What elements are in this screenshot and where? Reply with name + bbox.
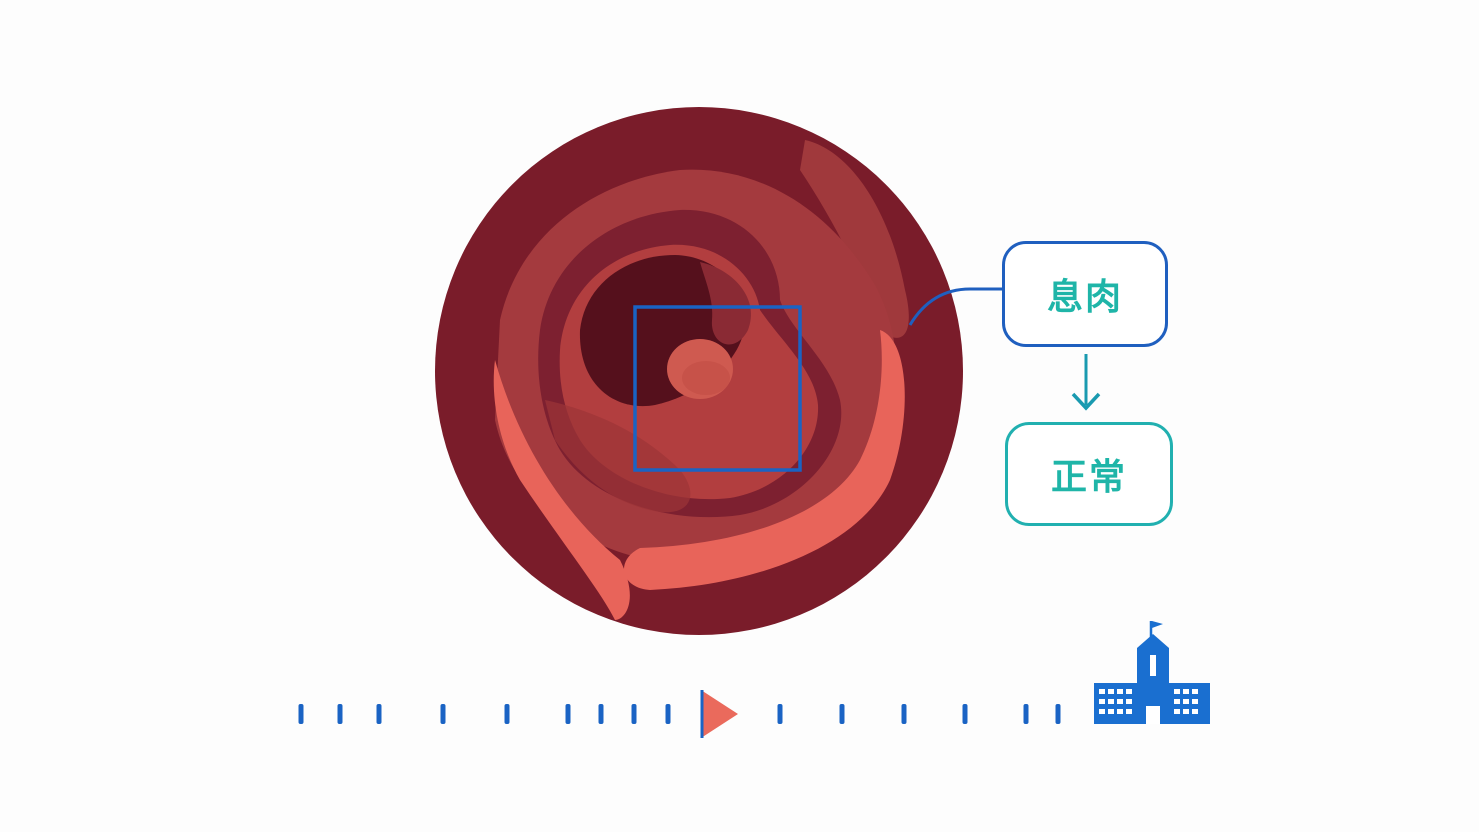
label-polyp: 息肉 — [1002, 241, 1168, 347]
timeline-tick — [337, 704, 343, 724]
timeline-tick — [901, 704, 907, 724]
timeline-tick — [839, 704, 845, 724]
timeline-tick — [376, 704, 382, 724]
colon-lumen-illustration — [435, 107, 963, 635]
timeline-tick — [598, 704, 604, 724]
arrow-down-icon — [1071, 354, 1101, 411]
upper-right-fold — [800, 140, 909, 338]
label-normal-text: 正常 — [1050, 457, 1127, 498]
polyp-shadow — [682, 361, 730, 395]
timeline-tick — [631, 704, 637, 724]
label-normal: 正常 — [1005, 422, 1173, 526]
lumen-shading — [700, 262, 752, 345]
timeline-tick — [440, 704, 446, 724]
timeline-tick — [565, 704, 571, 724]
timeline-tick — [665, 704, 671, 724]
hospital-building-icon — [1094, 621, 1210, 724]
timeline — [298, 704, 1061, 724]
lower-wedge — [545, 400, 691, 513]
label-polyp-text: 息肉 — [1046, 277, 1123, 318]
play-marker-icon[interactable] — [700, 690, 738, 738]
right-fold-highlight — [623, 330, 905, 590]
lower-fold-highlight — [493, 360, 630, 620]
timeline-tick — [504, 704, 510, 724]
timeline-tick — [1023, 704, 1029, 724]
detection-box — [633, 305, 802, 472]
timeline-tick — [962, 704, 968, 724]
timeline-tick — [777, 704, 783, 724]
timeline-tick — [1055, 704, 1061, 724]
connector-line — [908, 287, 1002, 326]
timeline-tick — [298, 704, 304, 724]
